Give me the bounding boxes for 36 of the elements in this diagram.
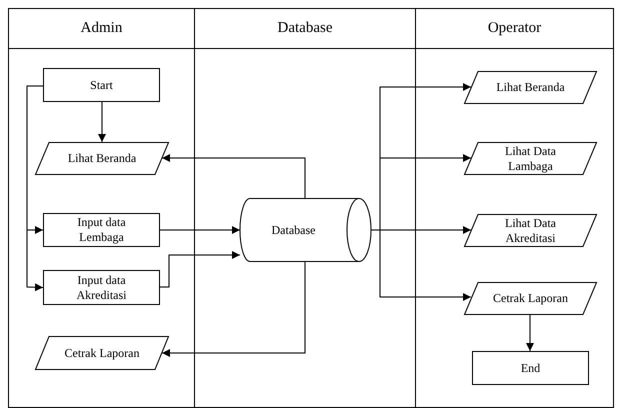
input-output-parallelogram: [35, 336, 169, 370]
lane-header: Database: [278, 20, 332, 37]
input-output-parallelogram: [464, 142, 597, 175]
process-box: [43, 270, 160, 305]
arrow: [160, 251, 240, 288]
swimlane: [415, 8, 614, 408]
node-label: Lihat Beranda: [496, 80, 565, 95]
lane-header: Operator: [488, 20, 542, 37]
node-label: End: [520, 360, 540, 376]
arrow: [526, 314, 534, 352]
node-label: Lihat Beranda: [68, 151, 136, 166]
process-box: [472, 351, 589, 385]
input-output-parallelogram: [464, 282, 597, 315]
process-box: [43, 213, 160, 247]
arrow: [162, 262, 306, 357]
input-output-parallelogram: [464, 214, 597, 247]
node-label: Start: [90, 78, 113, 92]
input-output-parallelogram: [35, 142, 169, 175]
node-label: Input data Akreditasi: [76, 272, 128, 302]
arrow: [98, 102, 106, 142]
arrow: [370, 230, 472, 301]
swimlane: [194, 8, 416, 408]
lane-header: Admin: [80, 20, 122, 37]
process-box: [43, 68, 160, 102]
node-label: Cetrak Laporan: [493, 291, 568, 306]
arrow: [162, 154, 306, 198]
node-label: Lihat Data Lambaga: [504, 144, 557, 174]
node-label: Database: [272, 222, 316, 238]
input-output-parallelogram: [464, 71, 597, 104]
node-label: Cetrak Laporan: [64, 346, 140, 360]
database-cylinder: [240, 198, 371, 262]
arrow: [160, 226, 240, 234]
arrow: [26, 86, 44, 292]
node-label: Input data Lembaga: [76, 215, 127, 245]
swimlane: [8, 8, 195, 408]
node-label: Lihat Data Akreditasi: [504, 216, 557, 246]
